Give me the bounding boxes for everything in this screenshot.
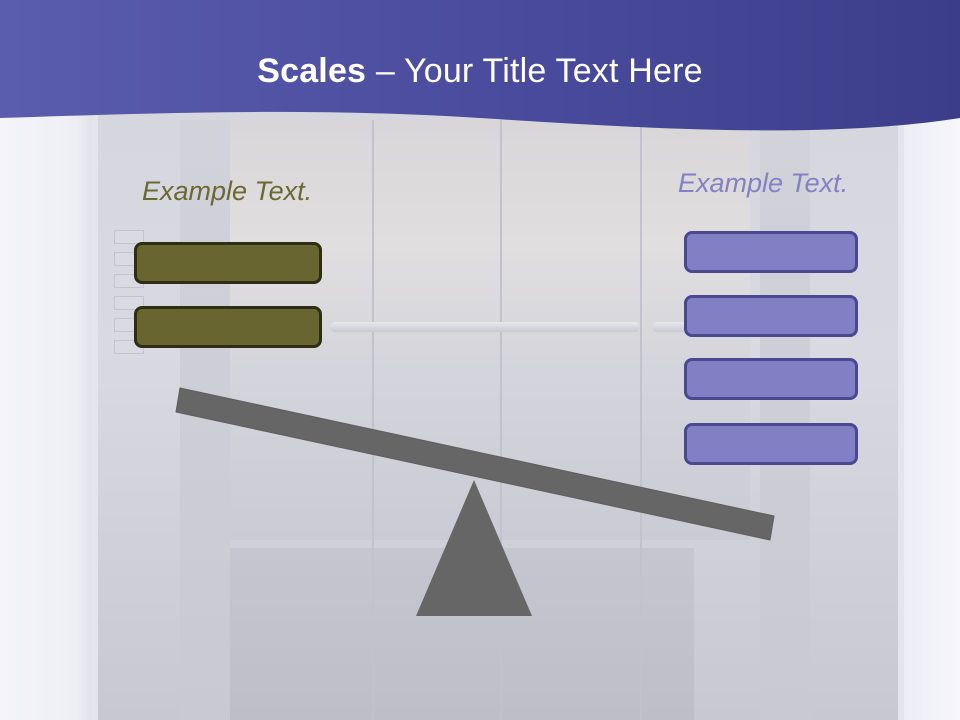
left-box-1 (134, 242, 322, 284)
triangle-icon (416, 480, 532, 616)
handrail (330, 322, 640, 332)
right-box-4 (684, 423, 858, 465)
title-bold: Scales (257, 52, 367, 90)
left-box-2 (134, 306, 322, 348)
seesaw-beam (175, 387, 775, 541)
elevator-door-right (760, 120, 810, 720)
header-banner (0, 0, 960, 131)
handrail (652, 322, 712, 332)
right-label: Example Text. (678, 168, 849, 198)
title-text: – Your Title Text Here (366, 52, 703, 90)
wall-seam (640, 120, 642, 720)
right-box-2 (684, 295, 858, 337)
right-box-1 (684, 231, 858, 273)
wall-seam (372, 120, 374, 720)
right-box-3 (684, 358, 858, 400)
slide-title: Scales – Your Title Text Here (0, 52, 960, 91)
wall-seam (500, 120, 502, 720)
button-panel (114, 230, 144, 410)
left-label: Example Text. (142, 176, 313, 206)
